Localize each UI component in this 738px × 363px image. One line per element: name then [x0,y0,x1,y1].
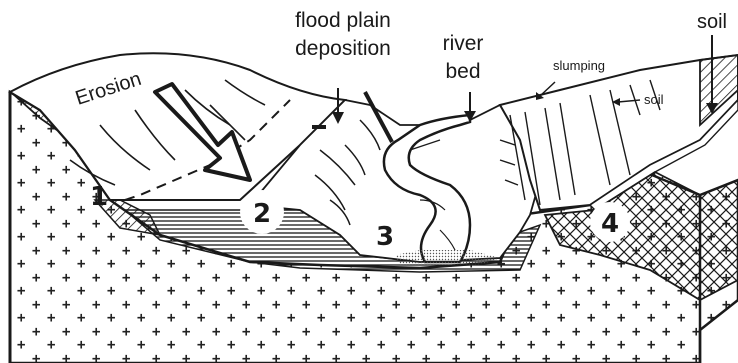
number-1: 1 [90,182,108,212]
label-soil-small: soil [644,92,664,107]
number-3: 3 [376,222,394,252]
label-slumping: slumping [553,58,605,73]
number-2: 2 [253,199,271,229]
label-deposition: deposition [295,37,391,60]
number-4: 4 [601,209,619,239]
label-bed: bed [445,60,480,83]
crosshatch-zone-right-edge [700,180,738,300]
label-river: river [443,32,484,55]
label-flood-plain: flood plain [295,9,391,32]
label-soil-top: soil [697,11,727,33]
